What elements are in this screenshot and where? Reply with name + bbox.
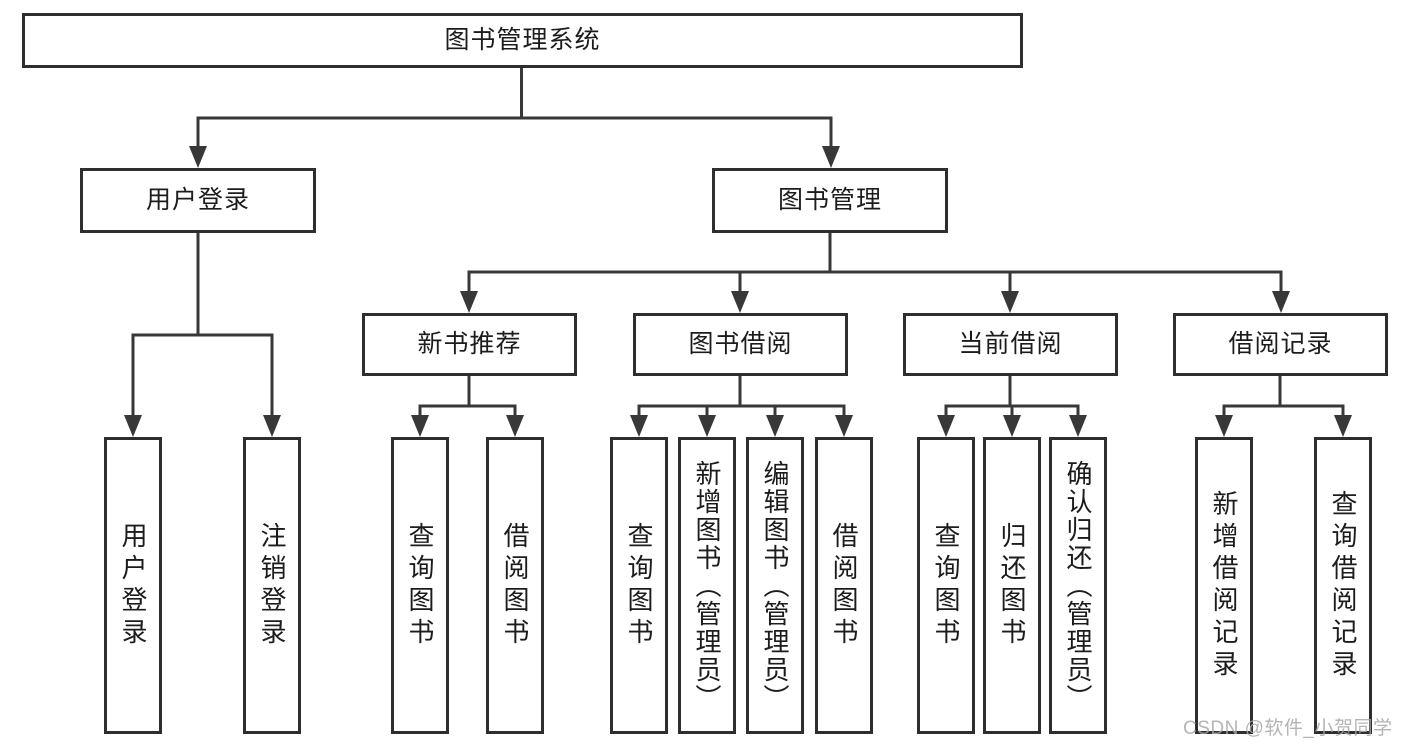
leaf-label: 确认归还（管理员） <box>1063 459 1093 712</box>
node-library-system: 图书管理系统 <box>22 13 1023 68</box>
leaf-label: 新增图书（管理员） <box>692 459 722 712</box>
node-label: 新书推荐 <box>417 330 522 358</box>
node-current-borrow: 当前借阅 <box>903 313 1118 376</box>
leaf-current-return-book: 归还图书 <box>983 437 1041 734</box>
node-user-login: 用户登录 <box>80 168 316 233</box>
node-book-management: 图书管理 <box>712 168 948 233</box>
leaf-borrow-edit-book-admin: 编辑图书（管理员） <box>746 437 804 734</box>
watermark: CSDN @软件_小贺同学 <box>1183 718 1393 739</box>
leaf-recommend-query-book: 查询图书 <box>391 437 449 734</box>
node-label: 用户登录 <box>145 186 250 214</box>
leaf-label: 查询借阅记录 <box>1328 489 1358 682</box>
leaf-label: 查询图书 <box>624 521 654 650</box>
leaf-label: 新增借阅记录 <box>1209 489 1239 682</box>
leaf-label: 查询图书 <box>931 521 961 650</box>
leaf-records-query-record: 查询借阅记录 <box>1314 437 1372 734</box>
leaf-label: 用户登录 <box>118 521 148 650</box>
leaf-borrow-borrow-book: 借阅图书 <box>815 437 873 734</box>
leaf-recommend-borrow-book: 借阅图书 <box>486 437 544 734</box>
node-label: 图书借阅 <box>688 330 793 358</box>
node-label: 当前借阅 <box>958 330 1063 358</box>
leaf-label: 借阅图书 <box>500 521 530 650</box>
node-borrow-records: 借阅记录 <box>1173 313 1388 376</box>
node-label: 图书管理 <box>777 186 882 214</box>
leaf-user-login: 用户登录 <box>104 437 162 734</box>
node-label: 图书管理系统 <box>444 26 601 54</box>
leaf-borrow-add-book-admin: 新增图书（管理员） <box>678 437 736 734</box>
leaf-borrow-query-book: 查询图书 <box>610 437 668 734</box>
node-label: 借阅记录 <box>1228 330 1333 358</box>
leaf-label: 借阅图书 <box>829 521 859 650</box>
node-new-book-recommend: 新书推荐 <box>362 313 577 376</box>
leaf-label: 注销登录 <box>257 521 287 650</box>
leaf-label: 查询图书 <box>405 521 435 650</box>
node-book-borrow: 图书借阅 <box>633 313 848 376</box>
leaf-current-query-book: 查询图书 <box>917 437 975 734</box>
leaf-current-confirm-return-admin: 确认归还（管理员） <box>1049 437 1107 734</box>
leaf-logout: 注销登录 <box>243 437 301 734</box>
leaf-label: 编辑图书（管理员） <box>760 459 790 712</box>
leaf-records-add-record: 新增借阅记录 <box>1195 437 1253 734</box>
leaf-label: 归还图书 <box>997 521 1027 650</box>
